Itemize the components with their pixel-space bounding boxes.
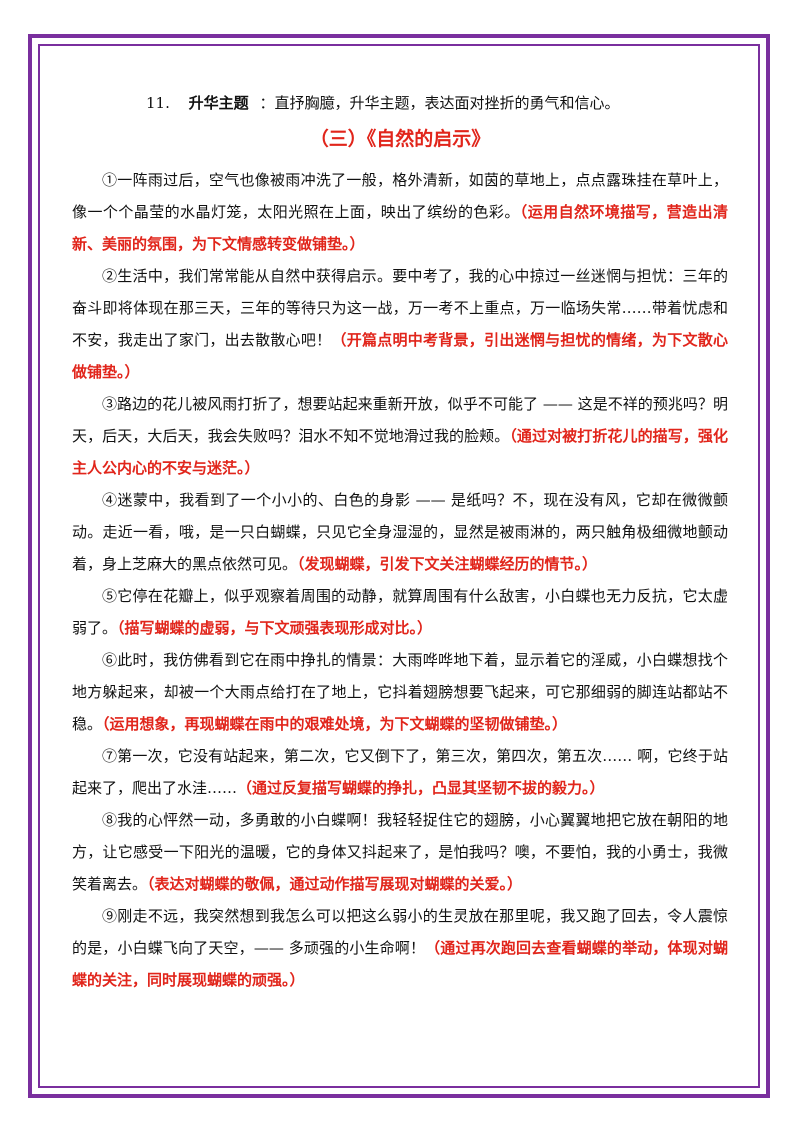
item-text: ：直抒胸臆，升华主题，表达面对挫折的勇气和信心。 xyxy=(259,94,620,112)
annotation: （开篇点明中考背景，引出迷惘与担忧的情绪，为下文散心做铺垫。） xyxy=(72,331,728,381)
paragraph-text: ⑨刚走不远，我突然想到我怎么可以把这么弱小的生灵放在那里呢，我又跑了回去，令人震… xyxy=(72,907,728,957)
annotation: （发现蝴蝶，引发下文关注蝴蝶经历的情节。） xyxy=(297,555,598,573)
annotation: （运用想象，再现蝴蝶在雨中的艰难处境，为下文蝴蝶的坚韧做铺垫。） xyxy=(102,715,568,733)
paragraph-text: ⑥此时，我仿佛看到它在雨中挣扎的情景：大雨哗哗地下着，显示着它的淫威，小白蝶想找… xyxy=(72,651,728,733)
list-item-11: 11. 升华主题 ：直抒胸臆，升华主题，表达面对挫折的勇气和信心。 xyxy=(72,90,728,116)
paragraph-text: ④迷蒙中，我看到了一个小小的、白色的身影 —— 是纸吗？不，现在没有风，它却在微… xyxy=(72,491,728,573)
item-term: 升华主题 xyxy=(188,94,249,112)
annotation: （表达对蝴蝶的敬佩，通过动作描写展现对蝴蝶的关爱。） xyxy=(147,875,523,893)
paragraph-text: ⑧我的心怦然一动，多勇敢的小白蝶啊！我轻轻捉住它的翅膀，小心翼翼地把它放在朝阳的… xyxy=(72,811,728,893)
annotation: （通过反复描写蝴蝶的挣扎，凸显其坚韧不拔的毅力。） xyxy=(237,779,605,797)
paragraph-7: ⑦第一次，它没有站起来，第二次，它又倒下了，第三次，第四次，第五次…… 啊，它终… xyxy=(72,740,728,804)
paragraph-2: ②生活中，我们常常能从自然中获得启示。要中考了，我的心中掠过一丝迷惘与担忧：三年… xyxy=(72,260,728,388)
section-title: （三）《自然的启示》 xyxy=(309,128,491,150)
paragraph-8: ⑧我的心怦然一动，多勇敢的小白蝶啊！我轻轻捉住它的翅膀，小心翼翼地把它放在朝阳的… xyxy=(72,804,728,900)
paragraph-1: ①一阵雨过后，空气也像被雨冲洗了一般，格外清新，如茵的草地上，点点露珠挂在草叶上… xyxy=(72,164,728,260)
item-number: 11. xyxy=(146,94,170,112)
annotation: （通过再次跑回去查看蝴蝶的举动，体现对蝴蝶的关注，同时展现蝴蝶的顽强。） xyxy=(72,939,728,989)
paragraph-text: ⑤它停在花瓣上，似乎观察着周围的动静，就算周围有什么敌害，小白蝶也无力反抗，它太… xyxy=(72,587,728,637)
paragraph-text: ②生活中，我们常常能从自然中获得启示。要中考了，我的心中掠过一丝迷惘与担忧：三年… xyxy=(72,267,728,349)
paragraph-4: ④迷蒙中，我看到了一个小小的、白色的身影 —— 是纸吗？不，现在没有风，它却在微… xyxy=(72,484,728,580)
paragraph-text: ①一阵雨过后，空气也像被雨冲洗了一般，格外清新，如茵的草地上，点点露珠挂在草叶上… xyxy=(72,171,728,221)
paragraph-text: ③路边的花儿被风雨打折了，想要站起来重新开放，似乎不可能了 —— 这是不祥的预兆… xyxy=(72,395,728,445)
annotation: （运用自然环境描写，营造出清新、美丽的氛围，为下文情感转变做铺垫。） xyxy=(72,203,728,253)
page-border-inner xyxy=(38,44,760,1088)
paragraph-text: ⑦第一次，它没有站起来，第二次，它又倒下了，第三次，第四次，第五次…… 啊，它终… xyxy=(72,747,728,797)
annotation: （描写蝴蝶的虚弱，与下文顽强表现形成对比。） xyxy=(117,619,433,637)
paragraph-5: ⑤它停在花瓣上，似乎观察着周围的动静，就算周围有什么敌害，小白蝶也无力反抗，它太… xyxy=(72,580,728,644)
document-body: 11. 升华主题 ：直抒胸臆，升华主题，表达面对挫折的勇气和信心。 （三）《自然… xyxy=(72,90,728,996)
paragraph-3: ③路边的花儿被风雨打折了，想要站起来重新开放，似乎不可能了 —— 这是不祥的预兆… xyxy=(72,388,728,484)
paragraph-6: ⑥此时，我仿佛看到它在雨中挣扎的情景：大雨哗哗地下着，显示着它的淫威，小白蝶想找… xyxy=(72,644,728,740)
paragraph-9: ⑨刚走不远，我突然想到我怎么可以把这么弱小的生灵放在那里呢，我又跑了回去，令人震… xyxy=(72,900,728,996)
page-border-outer xyxy=(28,34,770,1098)
annotation: （通过对被打折花儿的描写，强化主人公内心的不安与迷茫。） xyxy=(72,427,728,477)
